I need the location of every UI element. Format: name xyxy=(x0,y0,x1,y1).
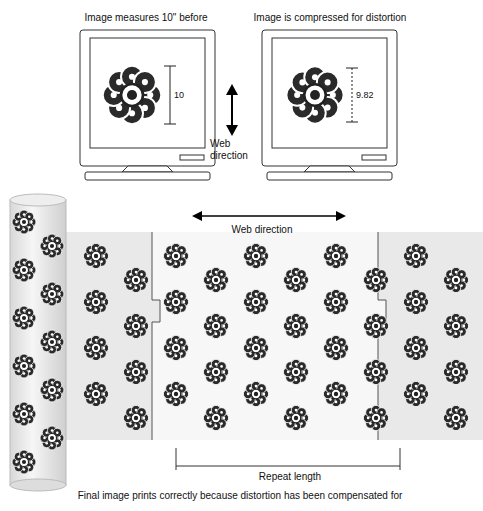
flower xyxy=(83,243,108,268)
flower xyxy=(83,289,108,314)
flower xyxy=(363,359,388,384)
flower xyxy=(283,267,308,292)
flower xyxy=(243,243,268,268)
flower xyxy=(123,405,148,430)
flower xyxy=(123,267,148,292)
direction-label: Web direction xyxy=(210,138,262,162)
flower xyxy=(40,234,64,258)
flower xyxy=(40,282,64,306)
flower xyxy=(323,381,348,406)
flower xyxy=(40,378,64,402)
repeat-bracket xyxy=(176,448,400,470)
flower xyxy=(323,289,348,314)
flower xyxy=(203,267,228,292)
dimension-lines xyxy=(164,66,358,124)
caption-before: Image measures 10" before xyxy=(84,12,207,24)
flower xyxy=(12,306,36,330)
flower xyxy=(403,381,428,406)
monitor-left xyxy=(80,30,215,180)
flower xyxy=(203,405,228,430)
flower xyxy=(40,426,64,450)
flower xyxy=(443,359,468,384)
caption-after: Image is compressed for distortion xyxy=(254,12,407,24)
flower xyxy=(243,381,268,406)
roll xyxy=(10,194,66,491)
monitor-screen: 10 xyxy=(90,38,205,148)
flower xyxy=(203,313,228,338)
bottom-caption: Final image prints correctly because dis… xyxy=(78,490,403,502)
flower xyxy=(12,354,36,378)
flower xyxy=(123,359,148,384)
web-flowers xyxy=(83,243,468,430)
flower-before xyxy=(103,66,162,125)
repeat-length-label: Repeat length xyxy=(257,471,323,483)
flower xyxy=(443,267,468,292)
flower xyxy=(403,243,428,268)
web-strip xyxy=(40,232,483,440)
flower xyxy=(12,450,36,474)
flower xyxy=(283,405,308,430)
flower xyxy=(363,313,388,338)
dimension-value: 10 xyxy=(174,90,184,100)
dimension-value: 9.82 xyxy=(356,90,374,100)
flower xyxy=(323,335,348,360)
flower xyxy=(403,289,428,314)
flower xyxy=(40,330,64,354)
flower-after xyxy=(286,66,343,123)
repeat-section xyxy=(152,232,386,440)
flower xyxy=(12,210,36,234)
flower xyxy=(163,335,188,360)
flower xyxy=(283,313,308,338)
flower xyxy=(443,405,468,430)
monitor-right xyxy=(262,30,397,180)
flower xyxy=(323,243,348,268)
flower xyxy=(163,243,188,268)
flower xyxy=(283,359,308,384)
direction-label: Web direction xyxy=(232,224,293,236)
joints xyxy=(152,232,386,440)
web-direction-arrow-horizontal xyxy=(192,211,346,221)
flower xyxy=(12,258,36,282)
flower xyxy=(363,267,388,292)
flower xyxy=(203,359,228,384)
flower xyxy=(363,405,388,430)
flower xyxy=(443,313,468,338)
flower xyxy=(163,381,188,406)
monitor-screen: 9.82 xyxy=(272,38,387,148)
flower xyxy=(163,289,188,314)
web-direction-arrow-vertical xyxy=(226,84,238,136)
flower xyxy=(243,335,268,360)
flower xyxy=(243,289,268,314)
flower xyxy=(12,402,36,426)
flower xyxy=(123,313,148,338)
flower xyxy=(83,381,108,406)
flower xyxy=(403,335,428,360)
flower xyxy=(83,335,108,360)
